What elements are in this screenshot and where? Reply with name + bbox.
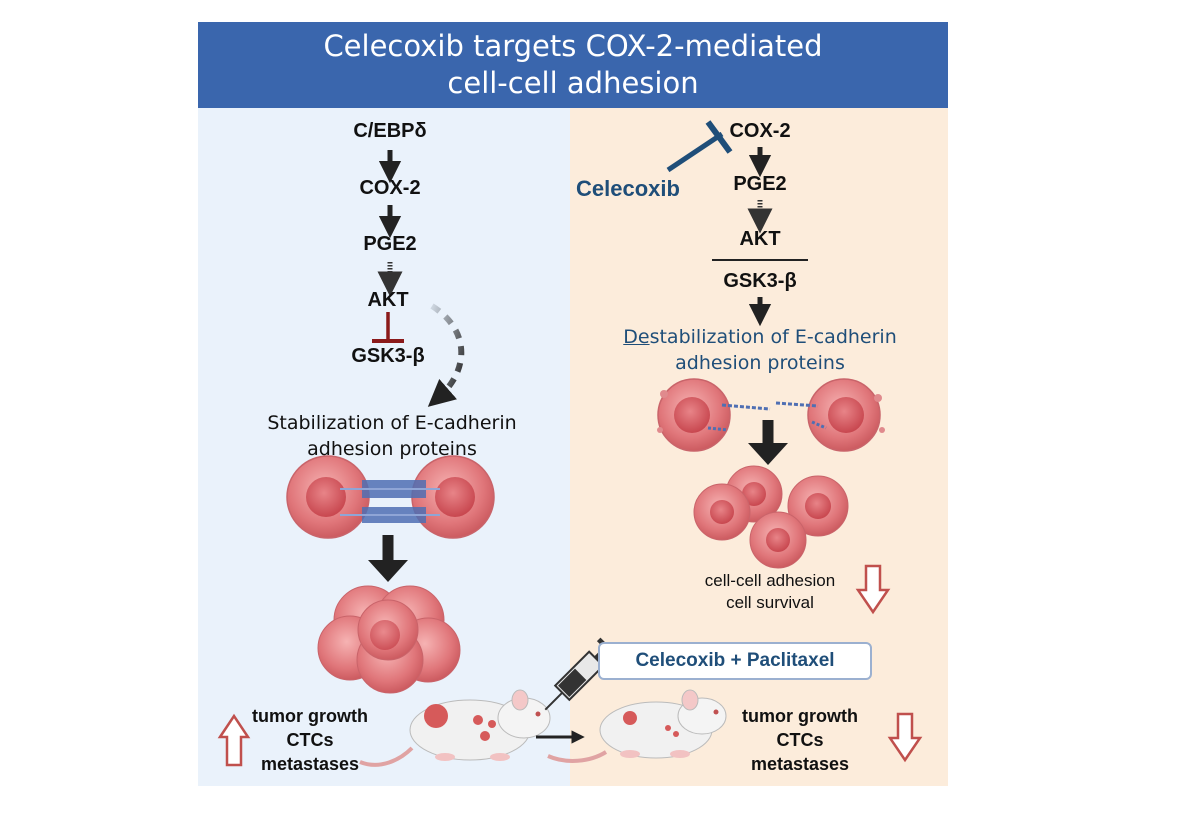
down-arrow-outcome bbox=[887, 712, 923, 763]
right-outcome-list: tumor growth CTCs metastases bbox=[742, 704, 858, 776]
label-celecoxib: Celecoxib bbox=[576, 176, 680, 201]
left-outcome-list: tumor growth CTCs metastases bbox=[252, 704, 368, 776]
label-cox2-left: COX-2 bbox=[359, 177, 421, 199]
tumor-cluster-image bbox=[317, 585, 461, 694]
stabilization-text: Stabilization of E-cadherin adhesion pro… bbox=[267, 410, 516, 462]
effects-list: cell-cell adhesion cell survival bbox=[705, 570, 835, 614]
label-cox2-right: COX-2 bbox=[729, 120, 791, 142]
label-gsk3b-right: GSK3-β bbox=[723, 270, 797, 292]
big-arrow-right-1-head bbox=[748, 443, 788, 465]
label-pge2-right: PGE2 bbox=[733, 173, 787, 195]
destabilization-prefix: De bbox=[623, 326, 650, 348]
mouse-with-tumors-image bbox=[359, 689, 551, 767]
right-outcome-1: tumor growth bbox=[742, 706, 858, 726]
stabilization-line-2: adhesion proteins bbox=[307, 438, 477, 460]
label-gsk3b-left: GSK3-β bbox=[351, 345, 425, 367]
big-arrow-left-1-head bbox=[368, 560, 408, 582]
up-arrow-increase bbox=[217, 713, 251, 767]
title-line-1: Celecoxib targets COX-2-mediated bbox=[323, 29, 823, 63]
label-akt-left: AKT bbox=[367, 289, 409, 311]
stabilization-line-1: Stabilization of E-cadherin bbox=[267, 412, 517, 434]
inhibit-akt-gsk3b bbox=[372, 312, 404, 343]
down-arrow-effects bbox=[855, 564, 891, 615]
label-cebpd: C/EBPδ bbox=[353, 120, 427, 142]
left-outcome-1: tumor growth bbox=[252, 706, 368, 726]
inhibit-celecoxib-cox2 bbox=[666, 120, 733, 173]
treated-mouse-image bbox=[547, 689, 727, 763]
destabilization-line-2: adhesion proteins bbox=[675, 352, 845, 374]
effect-2: cell survival bbox=[726, 593, 814, 612]
left-outcome-3: metastases bbox=[260, 754, 360, 774]
destabilization-text: Destabilization of E-cadherin adhesion p… bbox=[623, 324, 897, 376]
detaching-cells-image bbox=[657, 378, 885, 452]
label-pge2-left: PGE2 bbox=[363, 233, 417, 255]
effect-1: cell-cell adhesion bbox=[704, 571, 836, 590]
dashed-arc-akt-stabilization bbox=[427, 303, 465, 407]
left-outcome-2: CTCs bbox=[286, 730, 334, 750]
treatment-label-box: Celecoxib + Paclitaxel bbox=[598, 642, 872, 680]
label-akt-right: AKT bbox=[739, 228, 781, 250]
treatment-label: Celecoxib + Paclitaxel bbox=[635, 650, 835, 671]
separated-cells-image bbox=[693, 465, 849, 569]
destabilization-line-1-rest: stabilization of E-cadherin bbox=[649, 326, 897, 348]
destabilization-line-1: Destabilization of E-cadherin bbox=[623, 324, 897, 350]
title-bar: Celecoxib targets COX-2-mediated cell-ce… bbox=[198, 22, 948, 108]
title-line-2: cell-cell adhesion bbox=[447, 66, 699, 100]
right-outcome-3: metastases bbox=[750, 754, 850, 774]
right-outcome-2: CTCs bbox=[776, 730, 824, 750]
adherent-cell-pair-image bbox=[286, 455, 495, 539]
